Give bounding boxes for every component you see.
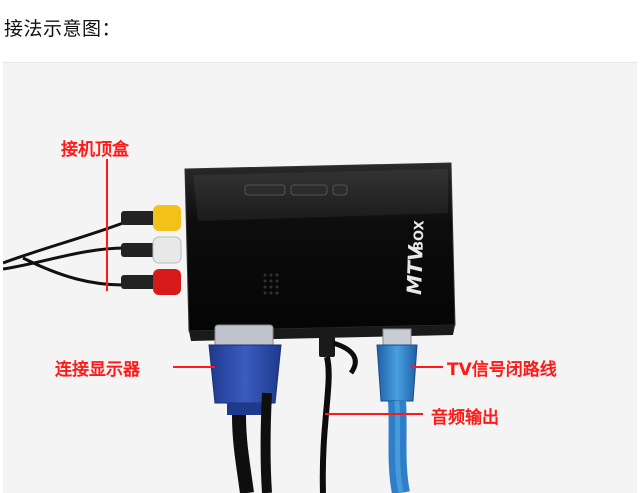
rca-plug-white xyxy=(121,236,182,264)
callout-monitor: 连接显示器 xyxy=(55,360,140,380)
mtv-box-device: MTV BOX xyxy=(184,162,456,341)
rca-yellow-head xyxy=(153,205,181,231)
callout-lines xyxy=(106,159,443,415)
logo-brand: MTV xyxy=(402,244,428,295)
page-heading: 接法示意图： xyxy=(4,18,122,40)
connection-photo: MTV BOX xyxy=(3,62,637,493)
audio-cable xyxy=(319,327,358,493)
callout-set-top-box: 接机顶盒 xyxy=(61,140,129,160)
rca-plug-yellow xyxy=(121,205,181,231)
rca-cable-black-3 xyxy=(22,256,124,287)
callout-tv-signal: TV信号闭路线 xyxy=(447,360,557,380)
rca-cable-black-2 xyxy=(3,246,126,271)
speaker-grille xyxy=(263,273,279,295)
rca-plug-red xyxy=(121,269,181,295)
photo-illustration: MTV BOX xyxy=(3,159,456,493)
rca-cable-black-1 xyxy=(3,221,124,265)
device-button-menu xyxy=(332,184,348,196)
coax-connector xyxy=(376,328,418,493)
mtv-box-logo: MTV BOX xyxy=(402,220,428,295)
device-button-vol-minus xyxy=(290,184,328,196)
device-button-ch xyxy=(244,184,286,196)
vga-connector xyxy=(208,324,282,493)
logo-box: BOX xyxy=(412,220,428,251)
callout-audio-output: 音频输出 xyxy=(431,408,499,428)
